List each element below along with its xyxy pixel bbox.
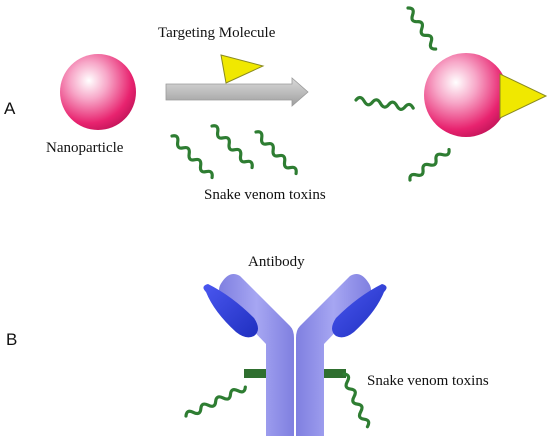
snake-venom-toxins-label-b: Snake venom toxins xyxy=(367,373,489,389)
toxin-squiggle xyxy=(210,124,254,170)
antibody-light-chain-left xyxy=(203,284,258,338)
reaction-arrow xyxy=(165,77,309,107)
antibody-light-chain-right xyxy=(332,284,387,338)
targeting-molecule-label: Targeting Molecule xyxy=(158,25,276,41)
toxin-squiggle xyxy=(254,130,298,176)
targeting-molecule-triangle xyxy=(220,54,265,84)
antibody-bound-toxin-right xyxy=(342,372,371,429)
panel-a-letter: A xyxy=(4,99,16,118)
bound-toxin-squiggle xyxy=(354,95,415,111)
conjugated-nanoparticle-sphere xyxy=(424,53,508,137)
bound-toxin-squiggle xyxy=(406,6,438,51)
bound-targeting-triangle xyxy=(499,73,548,119)
toxin-squiggle xyxy=(170,134,214,180)
nanoparticle-sphere xyxy=(60,54,136,130)
antibody-heavy-chain-right xyxy=(296,274,371,436)
antibody-label: Antibody xyxy=(248,254,305,270)
antibody-heavy-chain-left xyxy=(219,274,294,436)
nanoparticle-label: Nanoparticle xyxy=(46,140,124,156)
toxin-linker-left xyxy=(244,369,274,378)
bound-toxin-squiggle xyxy=(408,147,451,182)
snake-venom-toxins-label-a: Snake venom toxins xyxy=(204,187,326,203)
antibody-bound-toxin-left xyxy=(184,385,247,418)
toxin-linker-right xyxy=(316,369,346,378)
panel-b-letter: B xyxy=(6,330,17,349)
